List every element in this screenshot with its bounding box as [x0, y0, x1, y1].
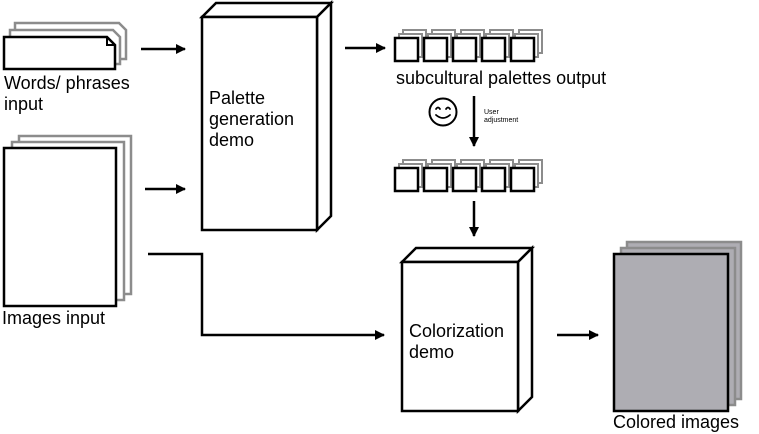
palette-swatch	[509, 166, 536, 193]
palette-swatch	[509, 36, 536, 63]
colorization-line1: Colorization	[409, 321, 505, 341]
colored-image-page	[612, 252, 730, 413]
palette-swatch	[480, 36, 507, 63]
document-fold	[106, 37, 115, 46]
words-input-label-line1: Words/ phrases	[4, 73, 130, 93]
words-input-stack	[2, 21, 128, 71]
palette-swatch	[422, 166, 449, 193]
colorization-box	[398, 244, 536, 415]
palette-swatch	[480, 166, 507, 193]
user-adjustment-line2: adjustment	[484, 117, 519, 124]
palette-swatches-output	[393, 29, 543, 63]
arrow-images-to-colorization	[148, 252, 385, 340]
palette-swatch	[451, 36, 478, 63]
palette-swatch	[451, 166, 478, 193]
palette-swatches-adjusted	[393, 159, 543, 193]
palette-generation-line1: Palette	[209, 88, 266, 108]
palette-generation-label: Palette generation demo	[209, 88, 294, 151]
palette-swatch	[393, 166, 420, 193]
colorization-line2: demo	[409, 342, 455, 362]
palette-swatch	[422, 36, 449, 63]
colored-images-stack	[612, 240, 743, 413]
palette-swatch	[393, 36, 420, 63]
colored-images-label: Colored images	[613, 412, 740, 432]
words-input-label-line2: input	[4, 94, 44, 114]
images-input-label: Images input	[2, 308, 106, 328]
user-adjustment-label: User adjustment	[484, 109, 518, 125]
palettes-output-label: subcultural palettes output	[396, 68, 607, 88]
palette-generation-line3: demo	[209, 130, 255, 150]
smiling-face-icon	[428, 97, 458, 127]
palette-generation-line2: generation	[209, 109, 295, 129]
palette-generation-box	[198, 0, 335, 234]
words-input-label: Words/ phrases input	[4, 73, 130, 115]
images-input-stack	[2, 134, 133, 308]
image-page-icon	[2, 146, 118, 308]
document-icon	[2, 35, 117, 71]
colorization-label: Colorization demo	[409, 321, 504, 363]
user-adjustment-line1: User	[484, 109, 499, 116]
